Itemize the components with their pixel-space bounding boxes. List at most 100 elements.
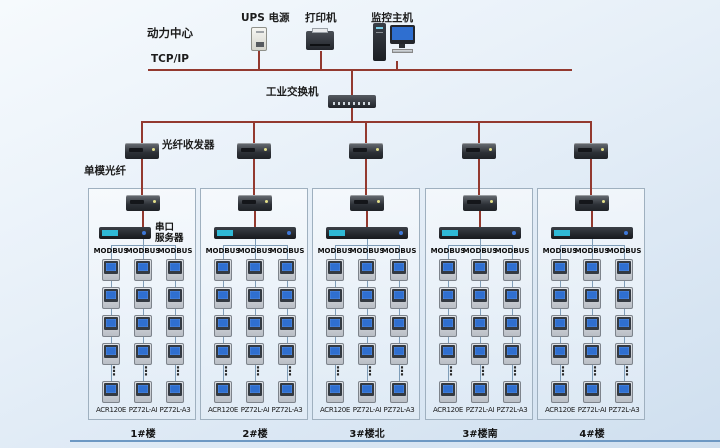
- meter-face: [441, 317, 455, 330]
- power-meter-icon: [471, 259, 489, 281]
- meter-screen: [587, 263, 597, 271]
- meter-model-label: PZ72L-AI: [240, 406, 270, 414]
- meter-face: [104, 383, 118, 396]
- meter-face: [585, 383, 599, 396]
- modbus-label: MODBUS: [349, 247, 385, 255]
- meter-face: [585, 345, 599, 358]
- meter-face: [104, 317, 118, 330]
- single-mode-fiber-line: [365, 159, 367, 195]
- meter-face: [168, 317, 182, 330]
- power-meter-icon: [583, 315, 601, 337]
- meter-face: [248, 383, 262, 396]
- meter-screen: [619, 319, 629, 327]
- serial-server-label-line: 服务器: [155, 233, 184, 244]
- power-meter-icon: [551, 315, 569, 337]
- power-meter-icon: [214, 381, 232, 403]
- meter-screen: [555, 385, 565, 393]
- meter-face: [216, 345, 230, 358]
- meter-screen: [587, 319, 597, 327]
- modbus-label: MODBUS: [93, 247, 129, 255]
- fiber-transceiver-icon: [574, 143, 608, 159]
- power-meter-icon: [278, 315, 296, 337]
- serial-server-icon: [99, 227, 151, 239]
- power-meter-icon: [246, 343, 264, 365]
- building-label: 1#楼: [130, 429, 156, 440]
- meter-screen: [250, 319, 260, 327]
- meter-face: [553, 345, 567, 358]
- meter-screen: [475, 319, 485, 327]
- power-meter-icon: [166, 343, 184, 365]
- meter-screen: [587, 347, 597, 355]
- meter-face: [392, 345, 406, 358]
- meter-screen: [170, 319, 180, 327]
- power-meter-icon: [583, 381, 601, 403]
- meter-face: [136, 317, 150, 330]
- meter-face: [360, 383, 374, 396]
- server-bus-drop-line: [366, 239, 368, 245]
- meter-screen: [170, 263, 180, 271]
- meter-face: [104, 345, 118, 358]
- power-meter-icon: [615, 287, 633, 309]
- modbus-label: MODBUS: [542, 247, 578, 255]
- fiber-drop-line: [478, 121, 480, 144]
- ellipsis-dots: ⋮: [332, 364, 344, 378]
- meter-face: [473, 289, 487, 302]
- meter-model-label: PZ72L-A3: [159, 406, 191, 414]
- tcpip-label: TCP/IP: [151, 53, 190, 65]
- power-meter-icon: [246, 315, 264, 337]
- switch-uplink-line: [351, 69, 353, 95]
- power-meter-icon: [358, 381, 376, 403]
- power-meter-icon: [214, 287, 232, 309]
- power-meter-icon: [166, 315, 184, 337]
- power-meter-icon: [326, 315, 344, 337]
- meter-screen: [250, 385, 260, 393]
- host-label: 监控主机: [371, 12, 413, 24]
- meter-screen: [282, 347, 292, 355]
- meter-screen: [330, 291, 340, 299]
- ups-label: UPS 电源: [241, 12, 290, 24]
- meter-screen: [394, 263, 404, 271]
- meter-face: [328, 317, 342, 330]
- meter-face: [392, 383, 406, 396]
- meter-screen: [330, 347, 340, 355]
- meter-face: [168, 345, 182, 358]
- meter-face: [553, 383, 567, 396]
- power-meter-icon: [166, 259, 184, 281]
- meter-screen: [250, 291, 260, 299]
- server-bus-drop-line: [479, 239, 481, 245]
- power-meter-icon: [583, 287, 601, 309]
- ellipsis-dots: ⋮: [252, 364, 264, 378]
- transceiver-server-line: [142, 211, 144, 227]
- ellipsis-dots: ⋮: [445, 364, 457, 378]
- building-label: 3#楼北: [349, 429, 385, 440]
- meter-model-label: PZ72L-AI: [577, 406, 607, 414]
- single-mode-fiber-line: [141, 159, 143, 195]
- meter-screen: [106, 263, 116, 271]
- meter-screen: [394, 291, 404, 299]
- ellipsis-dots: ⋮: [589, 364, 601, 378]
- meter-screen: [106, 291, 116, 299]
- printer-paper: [312, 28, 328, 33]
- server-bus-drop-line: [254, 239, 256, 245]
- fiber-drop-line: [253, 121, 255, 144]
- meter-face: [617, 261, 631, 274]
- meter-face: [617, 383, 631, 396]
- fiber-drop-line: [590, 121, 592, 144]
- industrial-switch-icon: [328, 95, 376, 108]
- meter-model-label: PZ72L-A3: [383, 406, 415, 414]
- power-meter-icon: [278, 259, 296, 281]
- meter-screen: [507, 385, 517, 393]
- meter-face: [168, 261, 182, 274]
- power-meter-icon: [278, 381, 296, 403]
- meter-model-label: ACR120E: [207, 406, 239, 414]
- meter-face: [473, 317, 487, 330]
- switch-label: 工业交换机: [266, 86, 319, 98]
- meter-face: [553, 289, 567, 302]
- meter-face: [280, 317, 294, 330]
- meter-face: [473, 345, 487, 358]
- power-meter-icon: [583, 259, 601, 281]
- building-label: 3#楼南: [462, 429, 498, 440]
